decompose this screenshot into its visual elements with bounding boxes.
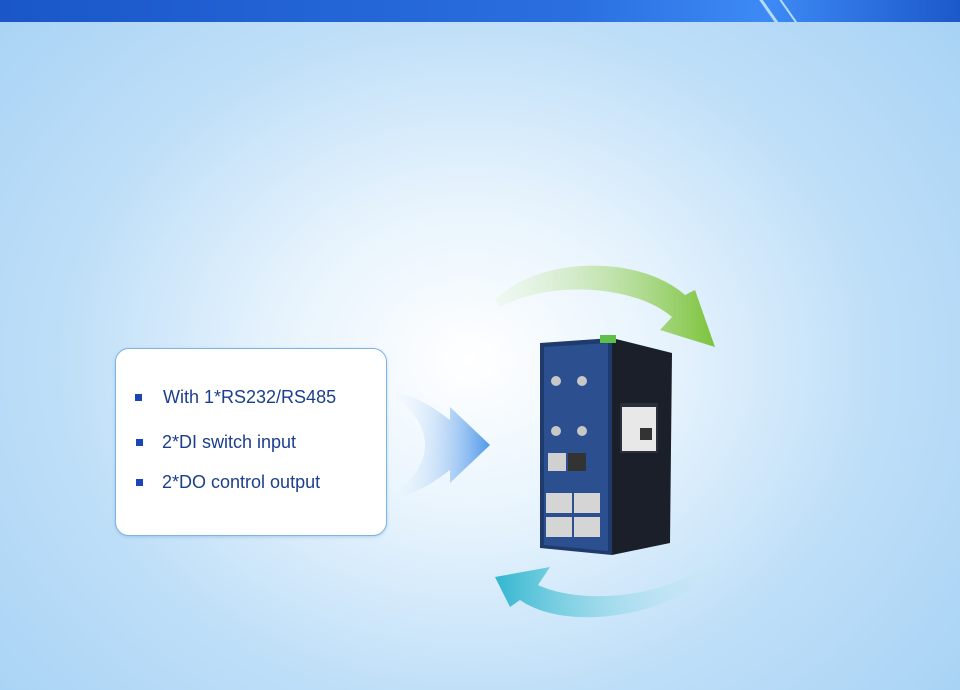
cycle-arrows-icon <box>495 265 725 618</box>
light-streak <box>775 0 807 22</box>
router-device-image <box>540 335 672 555</box>
feature-text: 2*DO control output <box>162 472 321 492</box>
feature-item: With 1*RS232/RS485 <box>135 387 336 408</box>
feature-box: With 1*RS232/RS485 2*DI switch input 2*D… <box>115 348 387 536</box>
bullet-icon <box>135 394 142 401</box>
top-banner <box>0 0 960 22</box>
feature-item: 2*DO control output <box>136 472 320 493</box>
incoming-arrow-icon <box>385 390 490 500</box>
feature-text: 2*DI switch input <box>162 432 297 452</box>
bullet-icon <box>136 439 143 446</box>
bullet-icon <box>136 479 143 486</box>
feature-text: With 1*RS232/RS485 <box>163 387 337 407</box>
feature-item: 2*DI switch input <box>136 432 296 453</box>
